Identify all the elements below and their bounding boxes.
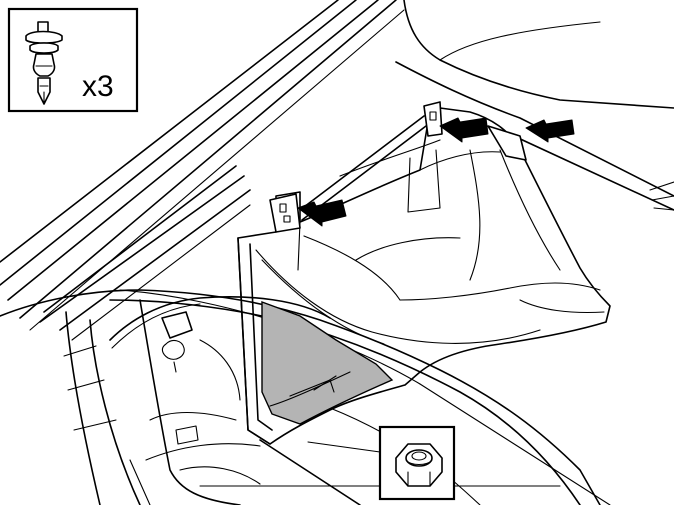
wiring-harness — [109, 296, 331, 373]
clip-quantity-label: x3 — [82, 70, 114, 103]
mounting-bracket — [269, 101, 527, 233]
arrow-bracket-upper — [439, 117, 489, 143]
pillar-frame — [0, 0, 405, 341]
highlighted-panel-section — [261, 300, 394, 425]
hex-nut-icon — [395, 443, 443, 487]
arrow-roof — [525, 119, 575, 143]
arrow-bracket-left — [297, 199, 347, 227]
panel-front-edge — [237, 237, 351, 445]
push-clip-icon — [25, 21, 63, 105]
nut-inset — [307, 425, 456, 501]
clip-inset: x3 — [7, 7, 139, 113]
arrow-indicators — [297, 117, 575, 227]
